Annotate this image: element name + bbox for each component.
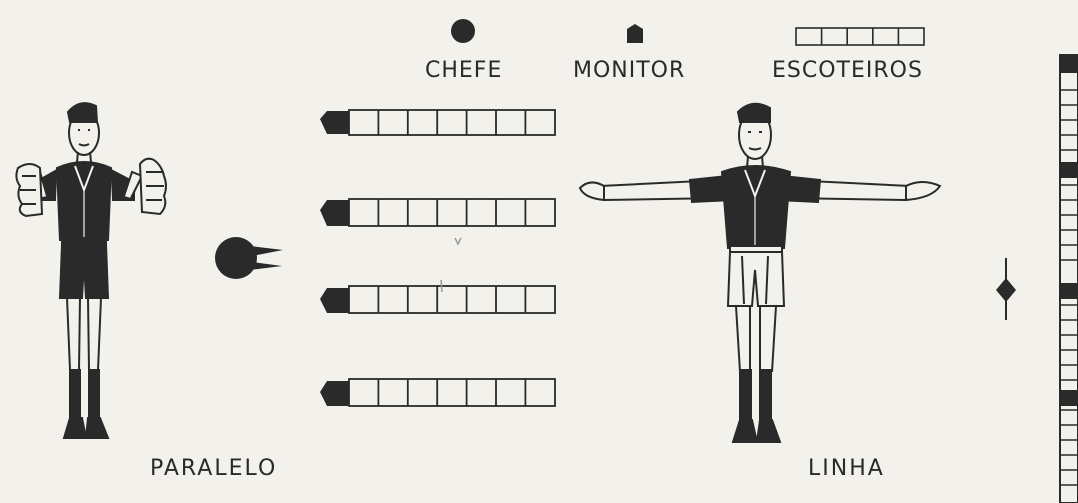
faint-mark bbox=[455, 238, 461, 244]
scout-figure-paralelo bbox=[16, 103, 166, 438]
monitor-marker bbox=[1060, 55, 1078, 73]
monitor-marker bbox=[320, 111, 349, 134]
monitor-marker bbox=[320, 200, 349, 226]
monitor-marker bbox=[1060, 162, 1078, 178]
monitor-marker bbox=[320, 381, 349, 406]
scout-figure-linha bbox=[580, 104, 940, 442]
legend-chefe-symbol bbox=[451, 19, 475, 43]
chefe-marker-linha bbox=[996, 258, 1016, 320]
chefe-marker bbox=[215, 237, 283, 279]
legend-monitor-symbol bbox=[627, 24, 643, 43]
legend-escoteiros-symbol bbox=[796, 28, 924, 45]
monitor-marker bbox=[1060, 283, 1078, 299]
patrol-row bbox=[320, 379, 555, 406]
patrol-row bbox=[320, 286, 555, 313]
monitor-marker bbox=[320, 288, 349, 313]
linha-column bbox=[1060, 55, 1078, 503]
faint-mark bbox=[441, 280, 442, 292]
monitor-marker bbox=[1060, 390, 1078, 406]
patrol-row bbox=[320, 110, 555, 135]
patrol-row bbox=[320, 199, 555, 226]
